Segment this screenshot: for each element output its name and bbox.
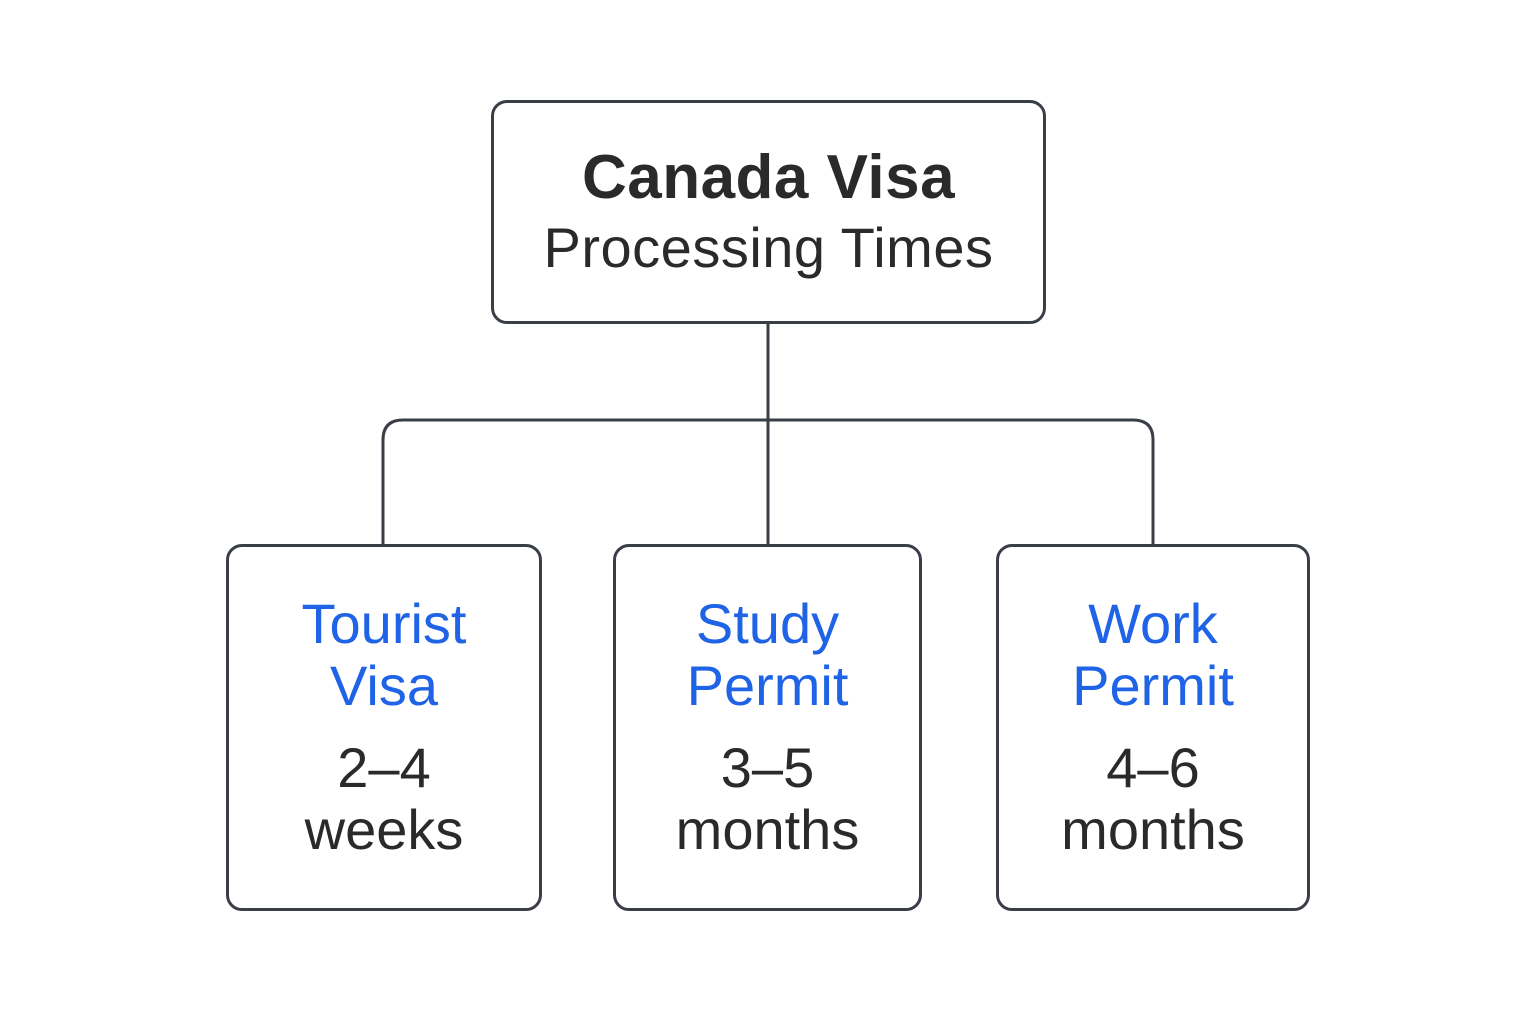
processing-time-range: 4–6 <box>1106 736 1200 799</box>
processing-time-unit: weeks <box>304 798 464 861</box>
study-permit-node: Study Permit 3–5 months <box>613 544 922 911</box>
node-title-line2: Visa <box>330 654 438 717</box>
root-subtitle: Processing Times <box>543 216 994 279</box>
node-title-line2: Permit <box>686 654 849 717</box>
work-permit-node: Work Permit 4–6 months <box>996 544 1310 911</box>
node-title-line1: Tourist <box>301 592 467 655</box>
processing-time-range: 2–4 <box>337 736 431 799</box>
root-title: Canada Visa <box>581 143 956 212</box>
node-title-line1: Study <box>695 592 840 655</box>
root-node: Canada Visa Processing Times <box>491 100 1046 324</box>
branch-connector <box>381 418 1155 544</box>
tourist-visa-node: Tourist Visa 2–4 weeks <box>226 544 542 911</box>
processing-time-range: 3–5 <box>720 736 815 799</box>
processing-time-unit: months <box>675 798 860 861</box>
processing-time-unit: months <box>1061 798 1245 861</box>
node-title-line2: Permit <box>1072 654 1234 717</box>
node-title-line1: Work <box>1088 592 1218 655</box>
